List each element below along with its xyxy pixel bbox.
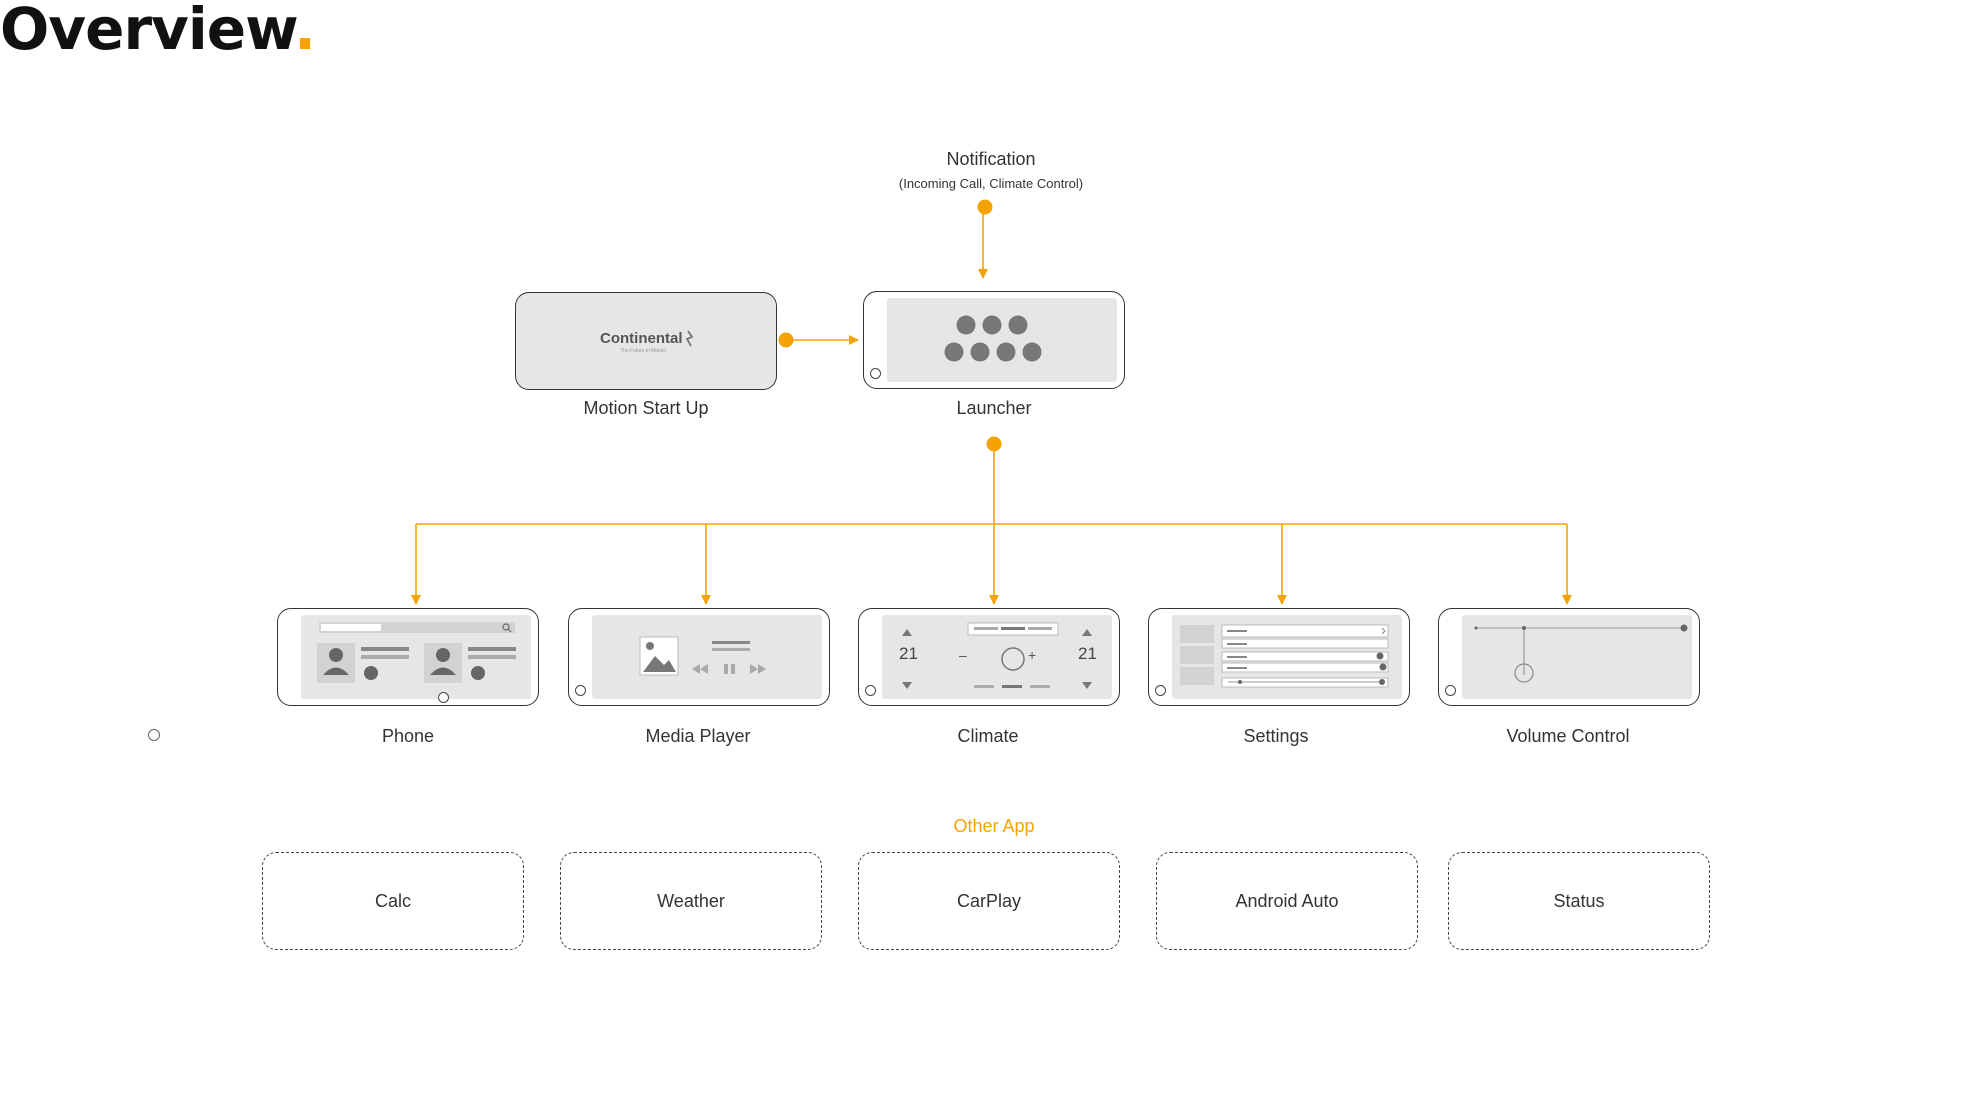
launcher-screen[interactable] bbox=[863, 291, 1125, 389]
home-button[interactable] bbox=[870, 368, 881, 379]
media-player-screen[interactable] bbox=[568, 608, 830, 706]
media-wireframe bbox=[639, 636, 766, 676]
other-app-heading: Other App bbox=[953, 816, 1035, 836]
home-button[interactable] bbox=[1155, 685, 1166, 696]
volume-wireframe bbox=[1474, 624, 1688, 683]
other-app-label: Calc bbox=[374, 890, 411, 911]
home-button[interactable] bbox=[438, 692, 449, 703]
home-button[interactable] bbox=[1445, 685, 1456, 696]
svg-text:The Future in Motion: The Future in Motion bbox=[620, 348, 666, 354]
continental-logo: Continental The Future in Motion bbox=[600, 330, 694, 354]
svg-text:Continental: Continental bbox=[600, 330, 683, 347]
left-temperature: 21 bbox=[899, 644, 918, 663]
other-app-calc[interactable]: Calc bbox=[262, 852, 524, 950]
startup-label: Motion Start Up bbox=[583, 398, 709, 418]
settings-label: Settings bbox=[1243, 726, 1309, 746]
home-button[interactable] bbox=[865, 685, 876, 696]
notification-label: Notification bbox=[946, 149, 1036, 169]
phone-wireframe bbox=[317, 622, 516, 683]
climate-label: Climate bbox=[957, 726, 1019, 746]
notification-node bbox=[977, 199, 993, 215]
other-app-label: Status bbox=[1553, 890, 1605, 911]
other-app-weather[interactable]: Weather bbox=[560, 852, 822, 950]
climate-screen[interactable]: 21 21 – + bbox=[858, 608, 1120, 706]
stray-circle-marker bbox=[148, 729, 160, 741]
startup-node bbox=[778, 332, 794, 348]
settings-screen[interactable] bbox=[1148, 608, 1410, 706]
other-app-label: CarPlay bbox=[956, 890, 1022, 911]
settings-wireframe bbox=[1180, 624, 1389, 688]
launcher-label: Launcher bbox=[956, 398, 1032, 418]
climate-wireframe bbox=[902, 622, 1092, 689]
launcher-node bbox=[986, 436, 1002, 452]
page-title: Overview. bbox=[0, 0, 316, 63]
other-app-carplay[interactable]: CarPlay bbox=[858, 852, 1120, 950]
volume-control-screen[interactable] bbox=[1438, 608, 1700, 706]
home-button[interactable] bbox=[575, 685, 586, 696]
phone-label: Phone bbox=[381, 726, 435, 746]
temp-increase-button[interactable]: + bbox=[1028, 647, 1037, 663]
other-app-label: Weather bbox=[657, 890, 725, 911]
phone-screen[interactable] bbox=[277, 608, 539, 706]
notification-sublabel: (Incoming Call, Climate Control) bbox=[898, 176, 1084, 191]
media-display bbox=[592, 615, 822, 699]
other-app-android-auto[interactable]: Android Auto bbox=[1156, 852, 1418, 950]
right-temperature: 21 bbox=[1078, 644, 1097, 663]
other-app-status[interactable]: Status bbox=[1448, 852, 1710, 950]
app-grid-icon bbox=[944, 315, 1042, 362]
temp-decrease-button[interactable]: – bbox=[959, 647, 967, 663]
launcher-display bbox=[887, 298, 1117, 382]
other-app-label: Android Auto bbox=[1235, 890, 1339, 911]
volume-display bbox=[1462, 615, 1692, 699]
startup-screen[interactable]: Continental The Future in Motion bbox=[515, 292, 777, 390]
volume-control-label: Volume Control bbox=[1506, 726, 1630, 746]
media-player-label: Media Player bbox=[645, 726, 751, 746]
